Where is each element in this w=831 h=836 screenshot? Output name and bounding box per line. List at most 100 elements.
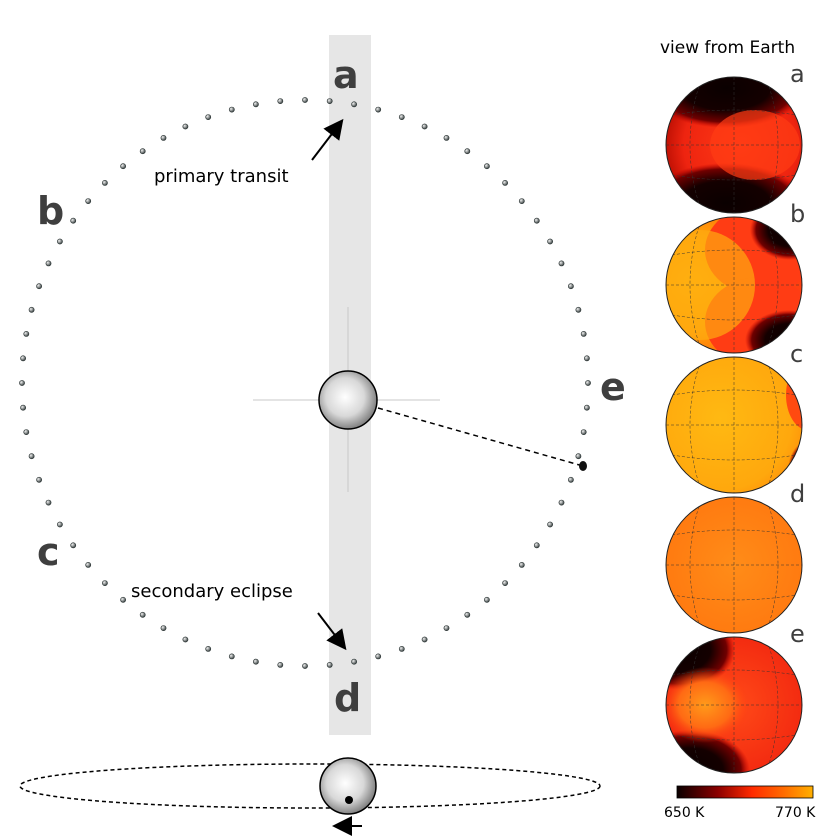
orbit-dot [160, 625, 167, 631]
edge-on-star [319, 757, 377, 815]
orbit-dot [85, 198, 92, 204]
orbit-dot [205, 114, 212, 120]
orbit-dot [36, 476, 42, 483]
view-label-b: b [790, 200, 805, 228]
orbit-label-b: b [37, 189, 64, 233]
orbit-dot [575, 453, 582, 460]
view-b [665, 216, 803, 354]
orbit-dot [533, 542, 540, 549]
orbit-dot [277, 98, 284, 104]
orbit-path [19, 97, 591, 669]
edge-on-orbit [19, 763, 601, 809]
orbit-dot [182, 636, 189, 643]
orbit-dot [182, 123, 189, 130]
orbit-dot [85, 562, 92, 568]
orbit-dot [120, 163, 126, 170]
view-e [665, 636, 803, 774]
orbit-dot [483, 163, 490, 170]
view-d [665, 496, 803, 634]
orbit-dot [375, 653, 382, 660]
orbit-dot [580, 330, 587, 337]
orbit-dot [558, 499, 565, 506]
orbit-label-a: a [333, 53, 359, 97]
secondary-eclipse-arrow [317, 612, 347, 651]
view-label-e: e [790, 620, 805, 648]
edge-on-planet [345, 796, 353, 804]
orbit-dot [575, 306, 582, 313]
orbit-dot [23, 330, 30, 337]
orbit-dot [584, 404, 590, 411]
planet-marker [579, 461, 587, 471]
orbit-dot [252, 101, 259, 108]
orbit-dot [518, 562, 525, 568]
orbit-dot [326, 662, 333, 668]
orbit-dot [28, 306, 35, 313]
orbit-dot [28, 453, 35, 460]
orbit-dot [70, 542, 77, 549]
primary-transit-label: primary transit [154, 166, 289, 187]
orbit-dot [483, 596, 490, 603]
orbit-dot [36, 283, 42, 290]
orbit-dot [518, 198, 525, 204]
orbit-dot [228, 653, 235, 660]
star-planet-line [377, 407, 584, 467]
orbit-dot [502, 580, 508, 586]
orbit-dot [421, 123, 428, 130]
orbit-dot [57, 521, 63, 528]
orbit-dot [558, 260, 565, 267]
orbit-dot [20, 355, 26, 362]
orbit-dot [398, 114, 405, 120]
orbit-dot [398, 646, 405, 652]
orbit-dot [70, 217, 77, 224]
orbit-dot [160, 134, 167, 141]
orbit-dot [464, 611, 471, 618]
view-label-c: c [790, 340, 803, 368]
orbit-dot [139, 148, 146, 155]
orbit-dot [568, 476, 574, 483]
orbit-dot [302, 97, 308, 103]
view-a [665, 76, 803, 214]
colorbar-min-label: 650 K [664, 805, 705, 821]
orbit-label-d: d [334, 676, 361, 720]
orbit-dot [326, 98, 333, 104]
orbit-dot [351, 658, 357, 665]
orbit-dot [102, 580, 108, 586]
orbit-label-e: e [600, 365, 626, 409]
orbit-dot [19, 380, 25, 386]
orbit-dot [533, 217, 540, 224]
orbit-dot [580, 429, 587, 435]
orbit-dot [45, 260, 52, 267]
panel-title: view from Earth [660, 38, 795, 58]
secondary-eclipse-label: secondary eclipse [131, 581, 293, 602]
colorbar [676, 785, 814, 799]
primary-transit-arrow [311, 118, 344, 161]
orbit-dot [568, 283, 574, 290]
orbit-dot [351, 101, 357, 108]
orbit-dot [228, 106, 235, 113]
orbit-dot [421, 636, 428, 643]
orbit-dot [57, 238, 63, 245]
view-c [665, 356, 803, 494]
central-star [318, 370, 378, 430]
orbit-dot [502, 179, 508, 186]
colorbar-max-label: 770 K [775, 805, 816, 821]
orbit-dot [102, 179, 108, 186]
orbit-dot [45, 499, 52, 506]
orbit-dot [139, 611, 146, 618]
orbit-dot [23, 429, 30, 435]
view-label-d: d [790, 480, 805, 508]
orbit-dot [585, 380, 591, 386]
orbit-dot [120, 596, 126, 603]
orbit-dot [20, 404, 26, 411]
orbit-dot [547, 238, 553, 245]
orbit-dot [464, 148, 471, 155]
orbit-dot [277, 662, 284, 668]
orbit-dot [375, 106, 382, 113]
orbit-dot [205, 646, 212, 652]
orbit-dot [443, 134, 450, 141]
view-label-a: a [790, 60, 805, 88]
orbit-dot [252, 658, 259, 665]
orbit-dot [302, 663, 308, 669]
orbit-label-c: c [37, 530, 60, 574]
